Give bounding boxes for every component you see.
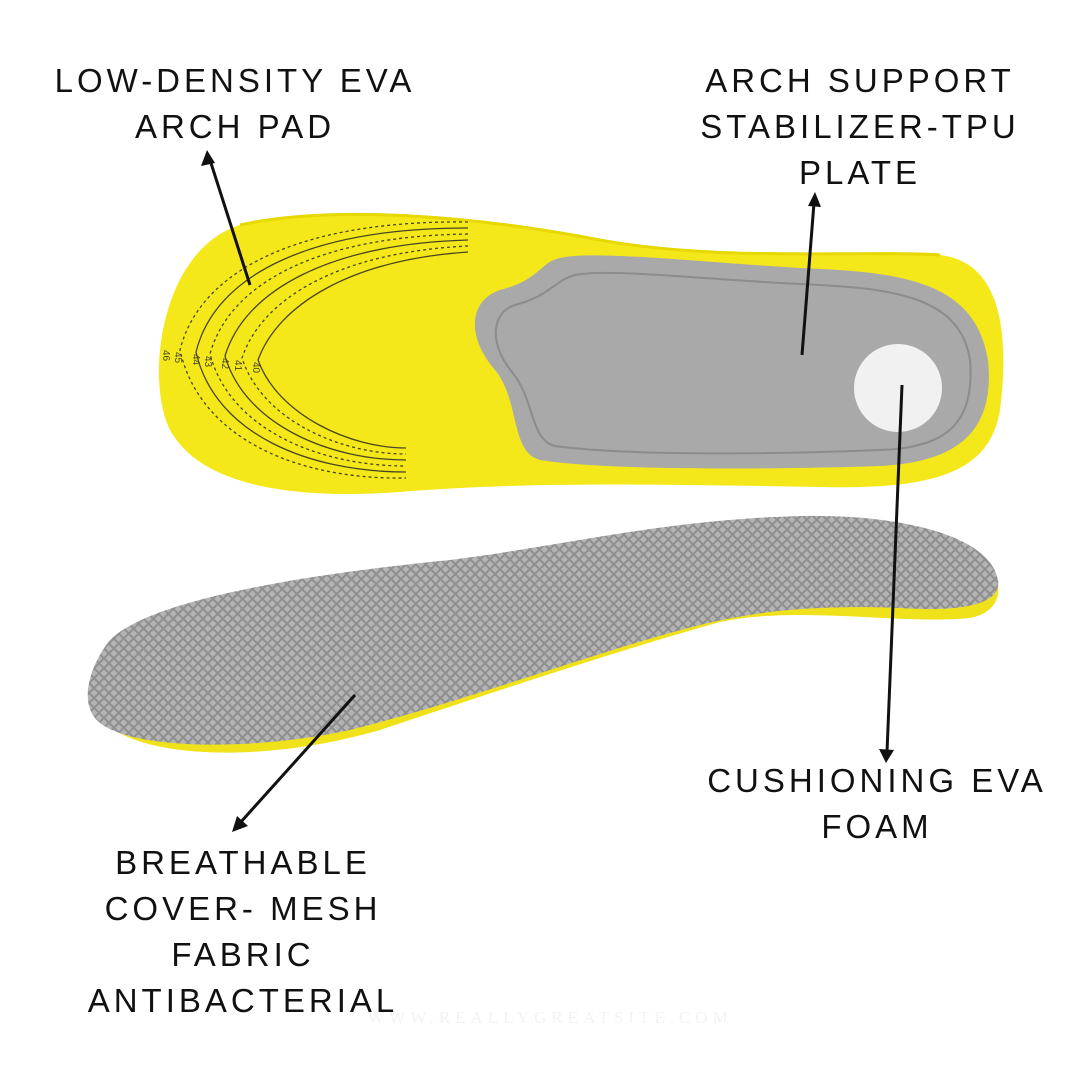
arrowhead-icon bbox=[232, 816, 248, 832]
arch-support-plate bbox=[474, 255, 989, 469]
size-mark: 44 bbox=[190, 354, 201, 366]
size-marks: 46 45 44 43 42 41 40 bbox=[160, 350, 261, 374]
label-line: FABRIC bbox=[171, 936, 315, 973]
arrowhead-icon bbox=[879, 749, 894, 763]
label-line: ANTIBACTERIAL bbox=[87, 982, 399, 1019]
label-line: ARCH SUPPORT bbox=[705, 62, 1015, 99]
label-line: CUSHIONING EVA bbox=[707, 762, 1047, 799]
label-line: PLATE bbox=[798, 154, 922, 191]
size-mark: 40 bbox=[250, 362, 261, 374]
label-line: COVER- MESH bbox=[104, 890, 382, 927]
label-arch-pad: LOW-DENSITY EVA ARCH PAD bbox=[35, 58, 435, 150]
label-cover: BREATHABLE COVER- MESH FABRIC ANTIBACTER… bbox=[43, 840, 443, 1024]
label-line: LOW-DENSITY EVA bbox=[54, 62, 416, 99]
size-mark: 42 bbox=[219, 358, 230, 370]
bottom-insole bbox=[87, 515, 999, 753]
label-line: BREATHABLE bbox=[115, 844, 371, 881]
label-line: FOAM bbox=[821, 808, 933, 845]
size-mark: 45 bbox=[172, 352, 183, 364]
label-cushioning: CUSHIONING EVA FOAM bbox=[677, 758, 1077, 850]
arrow-arch-pad bbox=[208, 159, 252, 286]
top-insole: 46 45 44 43 42 41 40 bbox=[158, 212, 1004, 495]
size-mark: 43 bbox=[202, 356, 213, 368]
arrow-arch-support bbox=[800, 202, 816, 356]
label-line: STABILIZER-TPU bbox=[700, 108, 1020, 145]
size-trim-lines bbox=[179, 221, 469, 479]
arrowhead-icon bbox=[808, 192, 821, 207]
arrowhead-icon bbox=[201, 150, 215, 166]
size-mark: 46 bbox=[160, 350, 171, 362]
arrow-cushioning bbox=[885, 384, 904, 753]
label-arch-support: ARCH SUPPORT STABILIZER-TPU PLATE bbox=[660, 58, 1060, 196]
watermark: WWW.REALLYGREATSITE.COM bbox=[368, 1008, 733, 1027]
callout-arrows bbox=[201, 150, 904, 832]
heel-cushion-pad bbox=[854, 344, 942, 432]
size-mark: 41 bbox=[232, 360, 243, 372]
label-line: ARCH PAD bbox=[134, 108, 336, 145]
arrow-cover bbox=[238, 693, 357, 825]
